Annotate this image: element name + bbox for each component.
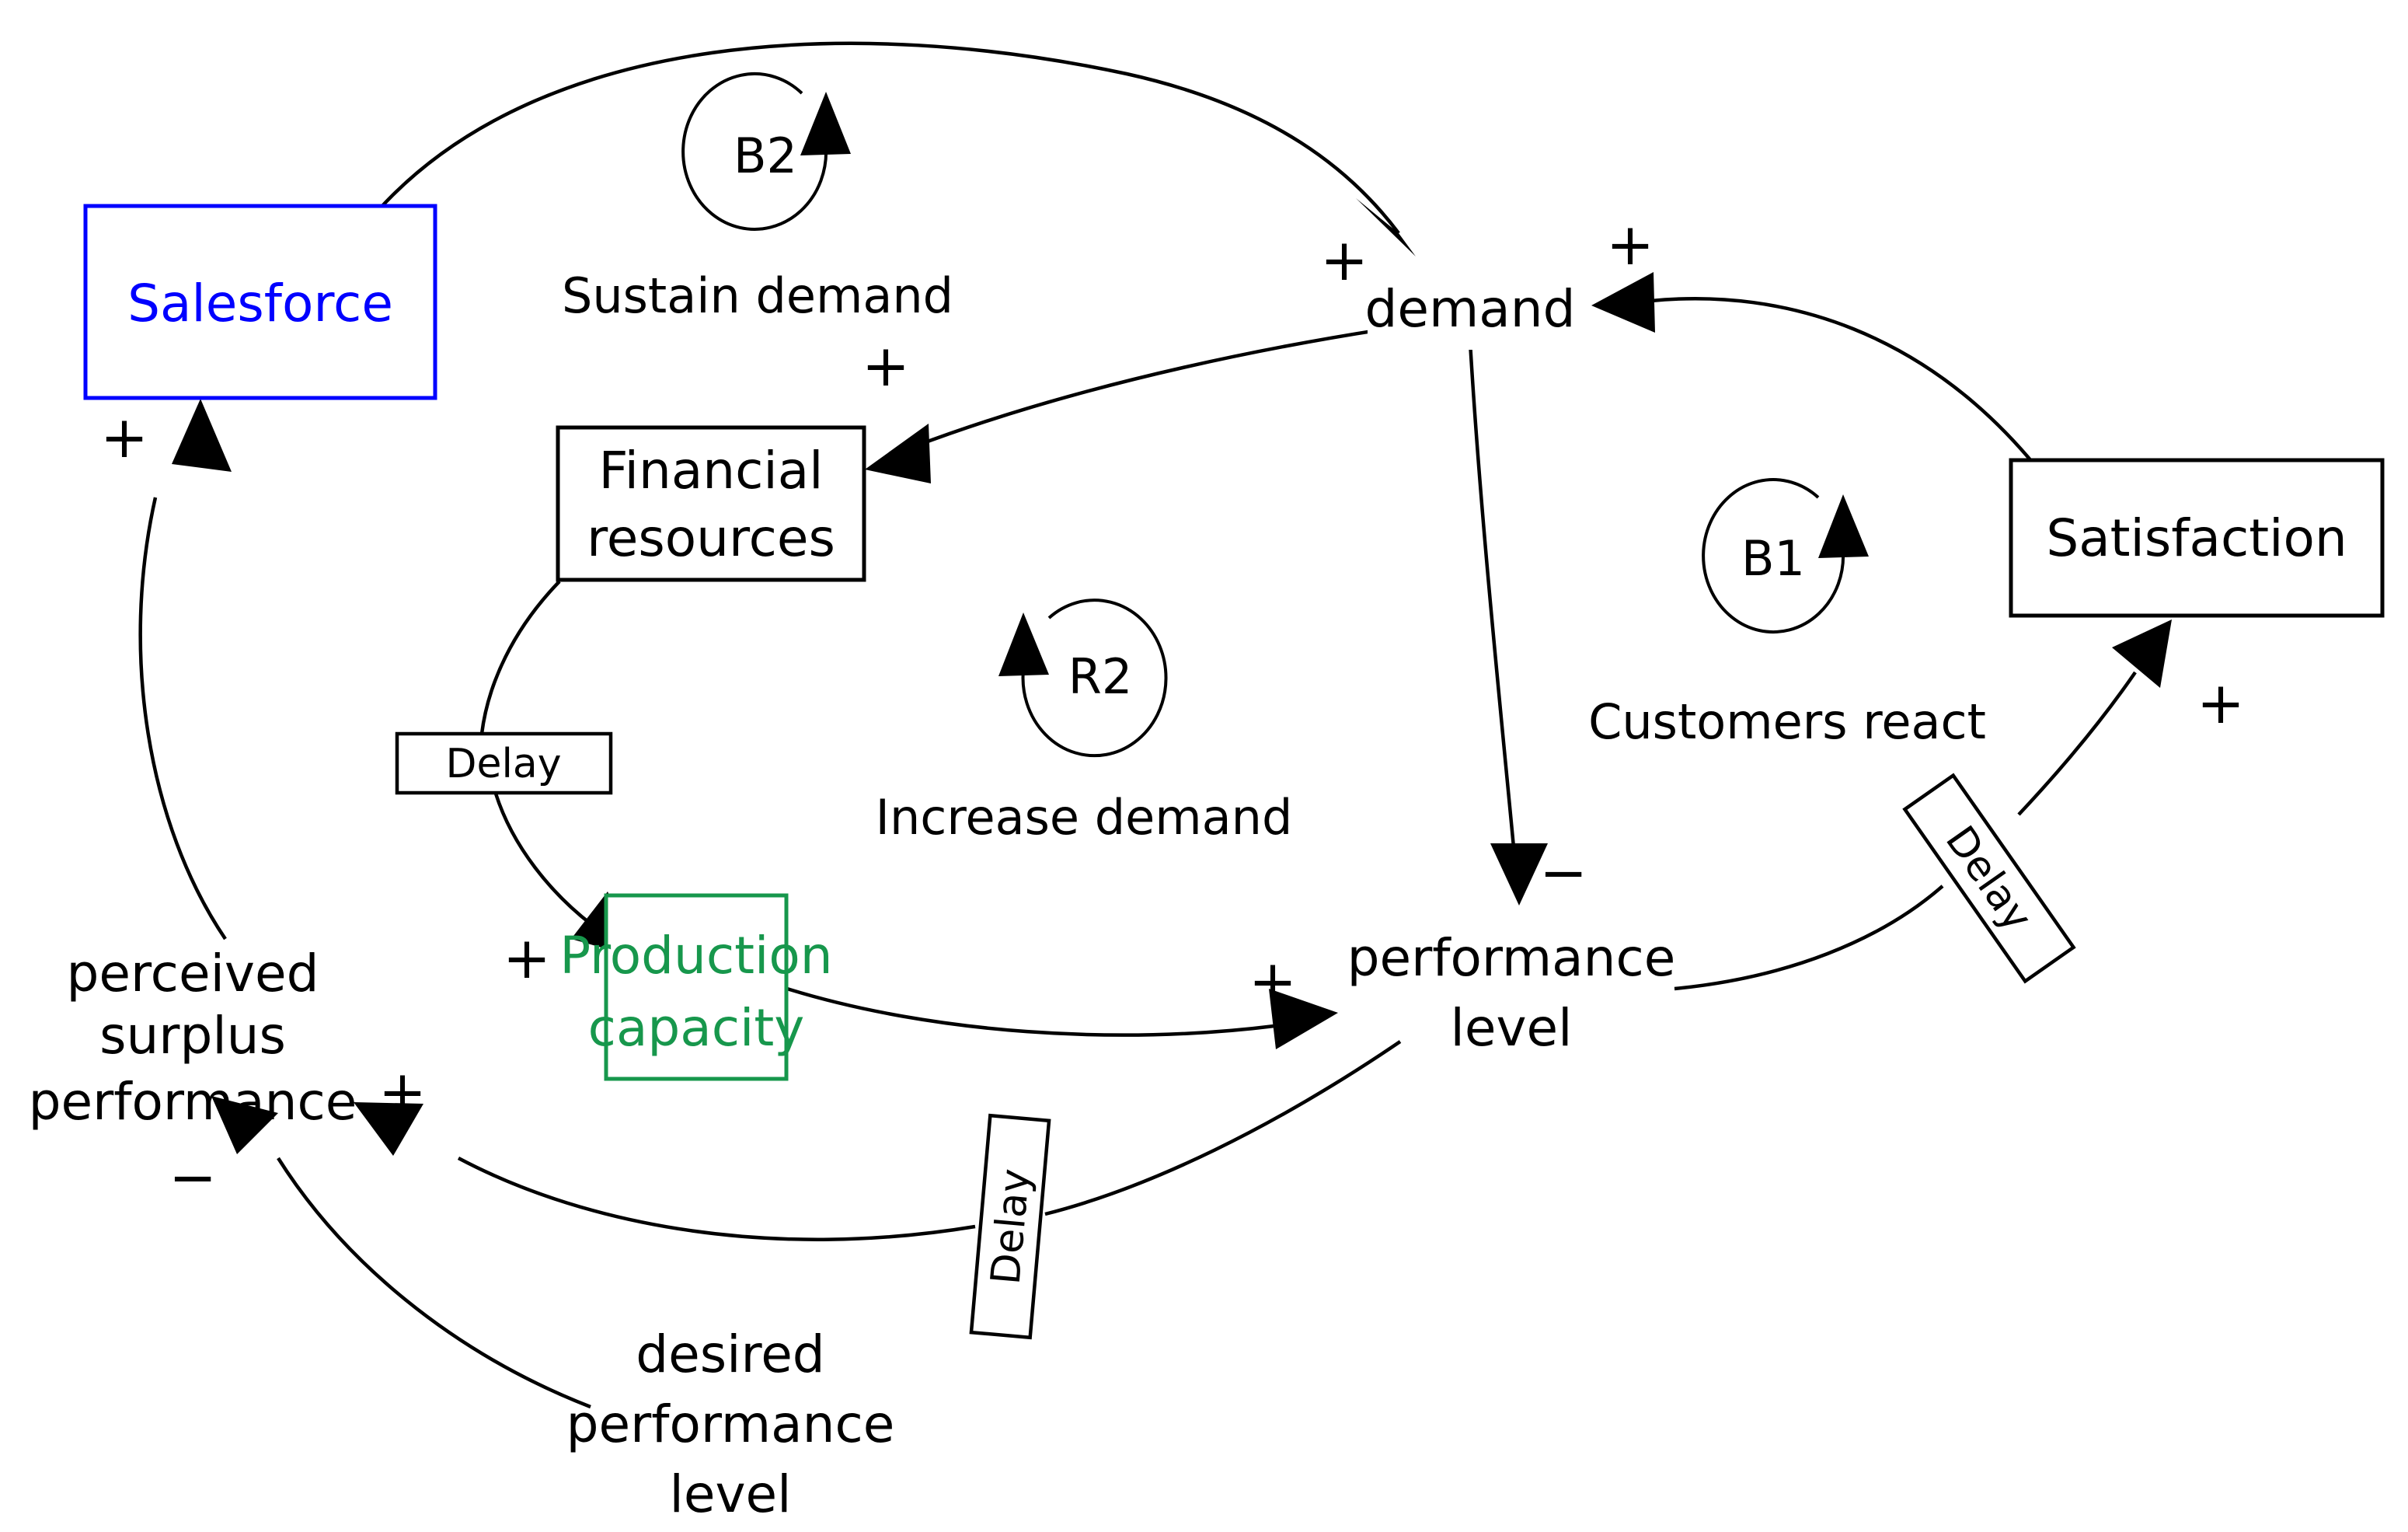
- polarity-sign-performance-to-perceived: +: [378, 1059, 427, 1125]
- delay-marker-financial-to-capacity: Delay: [395, 731, 613, 795]
- node-production-capacity[interactable]: Production capacity: [559, 893, 833, 1081]
- node-salesforce[interactable]: Salesforce: [83, 204, 437, 400]
- link-perceived-surplus-performance-to-salesforce: [138, 399, 232, 940]
- node-satisfaction[interactable]: Satisfaction: [2009, 458, 2385, 618]
- polarity-sign-capacity-to-performance: +: [1249, 948, 1297, 1015]
- loop-code-r2: R2: [1068, 648, 1133, 705]
- link-performance-level-to-perceived-surplus-performance: [354, 1040, 1402, 1241]
- node-label-production-capacity-line2: capacity: [588, 998, 805, 1058]
- node-label-performance-level-line2: level: [1451, 998, 1573, 1058]
- node-label-desired-line1: desired: [636, 1324, 824, 1384]
- link-demand-to-financial-resources: [865, 320, 1431, 483]
- delay-marker-performance-to-satisfaction: Delay: [1902, 773, 2076, 984]
- link-satisfaction-to-demand: [1591, 272, 2037, 468]
- node-label-perceived-line2: surplus: [99, 1006, 286, 1066]
- link-salesforce-to-demand: [379, 41, 1416, 256]
- node-label-performance-level-line1: performance: [1347, 928, 1676, 988]
- node-performance-level[interactable]: performance level: [1347, 928, 1676, 1058]
- node-label-perceived-line1: perceived: [67, 944, 319, 1003]
- node-label-financial-resources-line1: Financial: [598, 441, 823, 501]
- loop-indicator-b1: [1702, 478, 1869, 634]
- node-label-satisfaction: Satisfaction: [2046, 508, 2347, 568]
- loop-label-r2: Increase demand: [876, 789, 1293, 846]
- link-demand-to-performance-level: [1468, 341, 1548, 906]
- node-financial-resources[interactable]: Financial resources: [556, 425, 866, 582]
- node-demand[interactable]: demand: [1365, 272, 1576, 350]
- node-label-salesforce: Salesforce: [127, 274, 393, 333]
- polarity-sign-satisfaction-to-demand: +: [1606, 211, 1654, 278]
- loop-label-b2: Sustain demand: [562, 267, 953, 324]
- loop-code-b2: B2: [734, 127, 797, 184]
- node-label-perceived-line3: performance: [29, 1072, 357, 1132]
- link-performance-level-to-satisfaction: [1674, 619, 2172, 991]
- loop-indicator-b2: [681, 72, 851, 231]
- polarity-sign-desired-to-perceived: −: [169, 1144, 217, 1211]
- node-label-desired-line2: performance: [566, 1394, 895, 1454]
- node-label-demand: demand: [1365, 279, 1576, 339]
- node-label-production-capacity-line1: Production: [559, 926, 832, 986]
- delay-label: Delay: [445, 741, 561, 787]
- node-label-financial-resources-line2: resources: [587, 508, 835, 568]
- polarity-sign-delay-to-capacity: +: [503, 925, 551, 992]
- node-label-desired-line3: level: [670, 1464, 792, 1524]
- delay-label: Delay: [983, 1167, 1040, 1286]
- polarity-sign-salesforce-to-demand: +: [1320, 227, 1368, 294]
- loop-label-b1: Customers react: [1588, 693, 1986, 750]
- polarity-sign-perceived-to-salesforce: +: [100, 404, 148, 471]
- polarity-sign-demand-to-financial: +: [862, 333, 910, 400]
- loop-code-b1: B1: [1741, 530, 1805, 587]
- node-perceived-surplus-performance[interactable]: perceived surplus performance: [29, 944, 357, 1132]
- delay-marker-performance-to-perceived: Delay: [969, 1113, 1051, 1340]
- node-desired-performance-level[interactable]: desired performance level: [566, 1324, 895, 1524]
- link-desired-performance-level-to-perceived-surplus-performance: [211, 1096, 591, 1409]
- loop-indicator-r2: [998, 598, 1168, 758]
- polarity-sign-performance-to-satisfaction: +: [2197, 670, 2245, 737]
- polarity-sign-demand-to-performance: −: [1539, 839, 1587, 906]
- link-production-capacity-to-performance-level: [786, 986, 1338, 1049]
